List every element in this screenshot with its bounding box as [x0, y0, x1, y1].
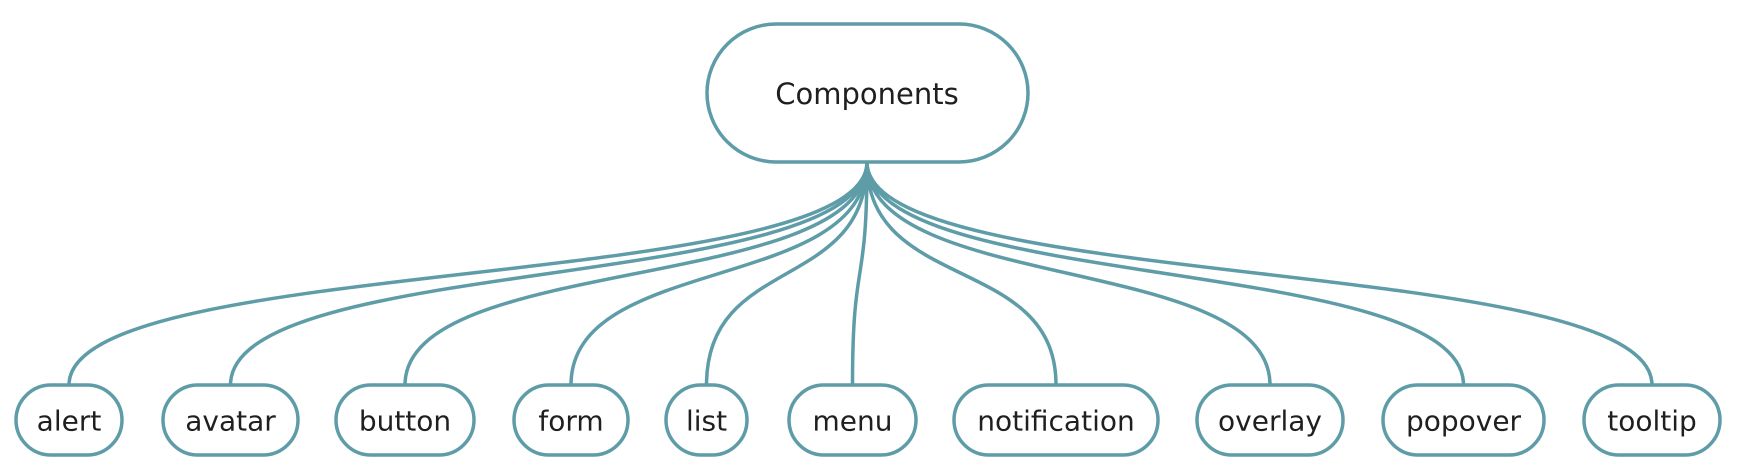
child-node-label-list: list	[686, 405, 727, 438]
edge-to-list	[704, 161, 869, 386]
child-node-label-button: button	[359, 405, 451, 438]
child-node-label-popover: popover	[1406, 405, 1522, 438]
child-node-box-notification	[952, 383, 1160, 457]
child-node-tooltip: tooltip	[1582, 383, 1722, 457]
child-node-box-avatar	[161, 383, 300, 457]
child-node-box-overlay	[1195, 383, 1345, 457]
child-node-label-overlay: overlay	[1218, 405, 1322, 438]
edge-to-overlay	[865, 161, 1272, 386]
edge-to-button	[403, 161, 869, 386]
root-node-label: Components	[775, 77, 958, 111]
edge-to-form	[569, 161, 869, 386]
child-node-box-menu	[787, 383, 918, 457]
edge-to-avatar	[228, 161, 869, 386]
child-node-list: list	[664, 383, 749, 457]
child-node-alert: alert	[14, 383, 124, 457]
child-node-avatar: avatar	[161, 383, 300, 457]
edge-to-notification	[865, 161, 1058, 386]
child-node-overlay: overlay	[1195, 383, 1345, 457]
child-nodes-group: alert avatar button form list menu notificatio…	[14, 383, 1722, 457]
edge-to-tooltip	[865, 161, 1654, 386]
child-node-label-avatar: avatar	[185, 405, 276, 438]
child-node-button: button	[334, 383, 476, 457]
root-node: Components	[705, 22, 1030, 164]
child-node-label-tooltip: tooltip	[1607, 405, 1697, 438]
child-node-label-alert: alert	[37, 405, 102, 438]
child-node-box-button	[334, 383, 476, 457]
child-node-label-form: form	[538, 405, 603, 438]
child-node-label-notification: notification	[977, 405, 1134, 438]
edge-to-menu	[850, 161, 869, 386]
root-node-box	[705, 22, 1030, 164]
child-node-box-tooltip	[1582, 383, 1722, 457]
child-node-box-alert	[14, 383, 124, 457]
child-node-box-popover	[1381, 383, 1546, 457]
child-node-box-list	[664, 383, 749, 457]
child-node-menu: menu	[787, 383, 918, 457]
child-node-box-form	[512, 383, 630, 457]
child-node-form: form	[512, 383, 630, 457]
edge-to-alert	[67, 161, 869, 386]
child-node-label-menu: menu	[813, 405, 893, 438]
child-node-popover: popover	[1381, 383, 1546, 457]
child-node-notification: notification	[952, 383, 1160, 457]
edges-group	[67, 161, 1654, 386]
edge-to-popover	[865, 161, 1466, 386]
